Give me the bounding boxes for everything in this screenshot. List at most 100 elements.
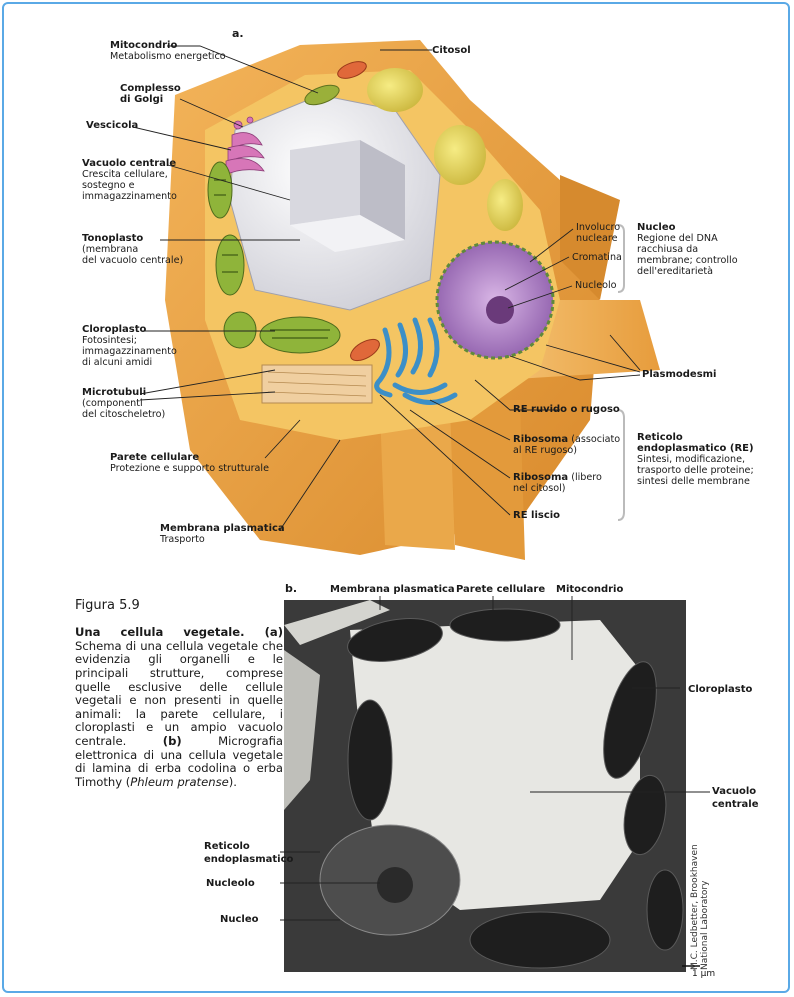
label-title: Complesso bbox=[120, 83, 181, 94]
label-desc: Fotosintesi; bbox=[82, 335, 177, 346]
em-label-mitocondrio: Mitocondrio bbox=[556, 584, 623, 595]
em-label-cloroplasto: Cloroplasto bbox=[688, 684, 752, 695]
label-desc: (componenti bbox=[82, 398, 165, 409]
label-desc: Nucleolo bbox=[575, 280, 617, 291]
label-mitocondrio: Mitocondrio Metabolismo energetico bbox=[110, 40, 226, 62]
er-bracket bbox=[618, 410, 624, 520]
label-cloroplasto: Cloroplasto Fotosintesi; immagazzinament… bbox=[82, 324, 177, 368]
label-desc: al RE rugoso) bbox=[513, 445, 620, 456]
label-desc: Metabolismo energetico bbox=[110, 51, 226, 62]
label-desc: Involucro bbox=[576, 222, 620, 233]
label-desc: Regione del DNA bbox=[637, 233, 738, 244]
label-involucro: Involucro nucleare bbox=[576, 222, 620, 244]
label-title: Vacuolo centrale bbox=[82, 158, 177, 169]
label-re-liscio: RE liscio bbox=[513, 510, 560, 521]
label-plasmodesmi: Plasmodesmi bbox=[642, 369, 717, 380]
label-title: Tonoplasto bbox=[82, 233, 183, 244]
em-label-reticolo: Reticolo endoplasmatico bbox=[204, 840, 293, 866]
label-ribosoma-associato: Ribosoma (associato al RE rugoso) bbox=[513, 434, 620, 456]
panel-a-letter: a. bbox=[232, 28, 244, 39]
em-label-vacuolo: Vacuolo centrale bbox=[712, 785, 759, 811]
label-desc: immagazzinamento bbox=[82, 191, 177, 202]
label-nucleolo: Nucleolo bbox=[575, 280, 617, 291]
label-vescicola: Vescicola bbox=[86, 120, 138, 131]
label-desc: Protezione e supporto strutturale bbox=[110, 463, 269, 474]
label-title: Plasmodesmi bbox=[642, 369, 717, 380]
label-title: Microtubuli bbox=[82, 387, 165, 398]
label-desc: sintesi delle membrane bbox=[637, 476, 754, 487]
label-citosol: Citosol bbox=[432, 45, 471, 56]
em-label-line: Reticolo bbox=[204, 840, 293, 853]
caption-fragment: Phleum pratense bbox=[130, 775, 228, 789]
label-title: di Golgi bbox=[120, 94, 181, 105]
label-desc: nucleare bbox=[576, 233, 620, 244]
label-vacuolo: Vacuolo centrale Crescita cellulare, sos… bbox=[82, 158, 177, 202]
plastid bbox=[487, 179, 523, 231]
em-label-line: endoplasmatico bbox=[204, 853, 293, 866]
label-title: RE liscio bbox=[513, 510, 560, 521]
label-title: RE ruvido o rugoso bbox=[513, 404, 620, 415]
label-desc: trasporto delle proteine; bbox=[637, 465, 754, 476]
credit-line: M.C. Ledbetter, Brookhaven bbox=[690, 844, 700, 970]
label-title: Parete cellulare bbox=[110, 452, 269, 463]
label-membrana: Membrana plasmatica Trasporto bbox=[160, 523, 285, 545]
label-desc: Crescita cellulare, bbox=[82, 169, 177, 180]
label-suffix: (libero bbox=[568, 472, 602, 483]
figure-number: Figura 5.9 bbox=[75, 599, 283, 613]
label-title: Ribosoma bbox=[513, 434, 568, 445]
label-title: Reticolo bbox=[637, 432, 754, 443]
em-label-membrana: Membrana plasmatica bbox=[330, 584, 455, 595]
em-label-parete: Parete cellulare bbox=[456, 584, 545, 595]
label-title: Membrana plasmatica bbox=[160, 523, 285, 534]
scale-label: 1 µm bbox=[692, 969, 715, 979]
em-label-line: Vacuolo bbox=[712, 785, 759, 798]
plastid bbox=[434, 125, 486, 185]
nucleolus bbox=[486, 296, 514, 324]
label-desc: Cromatina bbox=[572, 252, 622, 263]
label-suffix: (associato bbox=[568, 434, 620, 445]
label-desc: Sintesi, modificazione, bbox=[637, 454, 754, 465]
caption-fragment: ). bbox=[229, 775, 237, 789]
plastid bbox=[367, 68, 423, 112]
em-label-nucleo: Nucleo bbox=[220, 914, 259, 925]
label-desc: del citoscheletro) bbox=[82, 409, 165, 420]
label-title: endoplasmatico (RE) bbox=[637, 443, 754, 454]
vacuole-cut bbox=[290, 140, 360, 225]
caption-text: Una cellula vegetale. (a) Schema di una … bbox=[75, 625, 283, 789]
label-title: Nucleo bbox=[637, 222, 738, 233]
label-title: Vescicola bbox=[86, 120, 138, 131]
micrograph-nucleolus bbox=[377, 867, 413, 903]
label-desc: del vacuolo centrale) bbox=[82, 255, 183, 266]
label-desc: Trasporto bbox=[160, 534, 285, 545]
label-desc: immagazzinamento bbox=[82, 346, 177, 357]
photo-credit: M.C. Ledbetter, Brookhaven National Labo… bbox=[690, 840, 710, 970]
label-golgi: Complesso di Golgi bbox=[120, 83, 181, 105]
label-tonoplasto: Tonoplasto (membrana del vacuolo central… bbox=[82, 233, 183, 266]
label-nucleo: Nucleo Regione del DNA racchiusa da memb… bbox=[637, 222, 738, 277]
label-title: Mitocondrio bbox=[110, 40, 226, 51]
label-cromatina: Cromatina bbox=[572, 252, 622, 263]
label-reticolo: Reticolo endoplasmatico (RE) Sintesi, mo… bbox=[637, 432, 754, 487]
label-desc: (membrana bbox=[82, 244, 183, 255]
credit-line: National Laboratory bbox=[700, 881, 710, 970]
label-re-ruvido: RE ruvido o rugoso bbox=[513, 404, 620, 415]
label-title: Cloroplasto bbox=[82, 324, 177, 335]
label-ribosoma-libero: Ribosoma (libero nel citosol) bbox=[513, 472, 602, 494]
label-title: Ribosoma bbox=[513, 472, 568, 483]
em-label-nucleolo: Nucleolo bbox=[206, 878, 255, 889]
label-desc: racchiusa da bbox=[637, 244, 738, 255]
caption-fragment: Schema di una cellula vegetale che evide… bbox=[75, 639, 283, 748]
caption-fragment: Una cellula vegetale. bbox=[75, 625, 265, 639]
label-desc: nel citosol) bbox=[513, 483, 602, 494]
figure-caption: Figura 5.9 Una cellula vegetale. (a) Sch… bbox=[75, 599, 283, 789]
label-desc: sostegno e bbox=[82, 180, 177, 191]
em-label-line: centrale bbox=[712, 798, 759, 811]
label-parete: Parete cellulare Protezione e supporto s… bbox=[110, 452, 269, 474]
caption-fragment: (b) bbox=[163, 734, 182, 748]
label-desc: dell'ereditarietà bbox=[637, 266, 738, 277]
label-desc: membrane; controllo bbox=[637, 255, 738, 266]
label-desc: di alcuni amidi bbox=[82, 357, 177, 368]
micrograph bbox=[280, 580, 790, 980]
label-microtubuli: Microtubuli (componenti del citoscheletr… bbox=[82, 387, 165, 420]
label-title: Citosol bbox=[432, 45, 471, 56]
